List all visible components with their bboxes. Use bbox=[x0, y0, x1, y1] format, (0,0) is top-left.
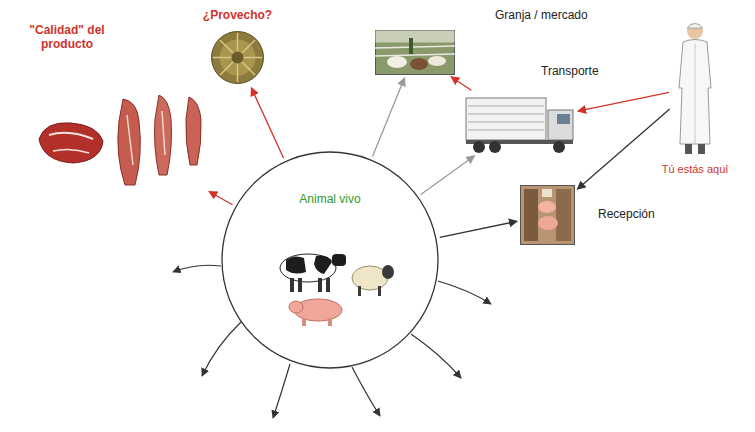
transport-node: Transporte bbox=[465, 92, 575, 154]
flow-arrow bbox=[373, 78, 405, 157]
pig-icon bbox=[289, 299, 342, 326]
node-label: Tú estás aquí bbox=[662, 162, 729, 176]
node-label: "Calidad" del producto bbox=[17, 23, 117, 51]
worker-node: Tú estás aquí bbox=[672, 18, 718, 156]
spoke-line bbox=[411, 334, 461, 378]
spoke-line bbox=[202, 322, 241, 376]
circle-outline bbox=[220, 150, 440, 370]
node-label: Transporte bbox=[541, 64, 599, 78]
truck-icon bbox=[465, 92, 575, 154]
farm-photo bbox=[375, 30, 455, 75]
reception-photo bbox=[520, 185, 575, 245]
node-label: ¿Provecho? bbox=[203, 8, 272, 22]
flow-arrow bbox=[577, 109, 669, 189]
spoke-line bbox=[173, 265, 221, 272]
farm-node: Granja / mercado bbox=[375, 30, 455, 75]
worker-figure bbox=[672, 18, 718, 156]
spoke-line bbox=[352, 367, 380, 416]
meat-cuts bbox=[35, 95, 210, 190]
byproduct-node: ¿Provecho? bbox=[210, 30, 265, 85]
reception-node: Recepción bbox=[520, 185, 575, 245]
flow-arrow bbox=[251, 88, 283, 158]
flow-arrow bbox=[209, 192, 233, 205]
node-label: Recepción bbox=[598, 207, 655, 221]
sheep-icon bbox=[352, 265, 394, 296]
node-label: Granja / mercado bbox=[495, 8, 588, 22]
spoke-line bbox=[273, 364, 290, 418]
live-animal-circle: Animal vivo bbox=[220, 150, 440, 370]
flow-arrow bbox=[451, 77, 471, 91]
product-node: "Calidad" del producto bbox=[35, 95, 210, 190]
cow-icon bbox=[280, 254, 346, 292]
spoke-line bbox=[438, 281, 491, 304]
node-label: Animal vivo bbox=[299, 192, 360, 206]
flow-arrow bbox=[440, 221, 517, 237]
flow-arrow bbox=[578, 92, 669, 111]
offal-image bbox=[210, 30, 265, 85]
flow-arrow bbox=[421, 156, 475, 195]
